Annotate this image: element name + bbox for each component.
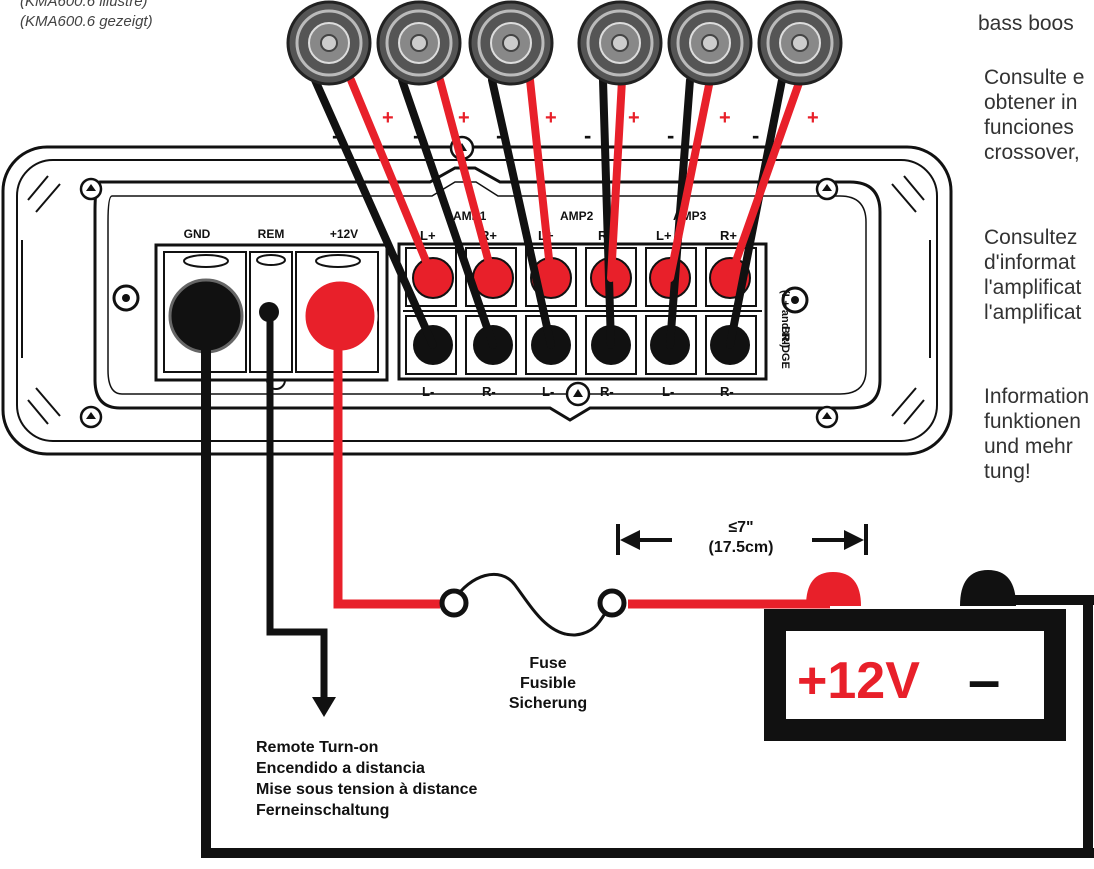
speaker-wires (311, 76, 804, 349)
side-text-en: bass boos (978, 12, 1074, 35)
bolt-icon (781, 286, 809, 314)
plus-sign: + (382, 107, 394, 129)
battery-positive-label: +12V (797, 652, 920, 710)
speaker-icon (468, 0, 554, 86)
bolt-icon (79, 405, 103, 429)
amp-group-label: AMP2 (560, 209, 594, 223)
fuse-label-es: Fusible (520, 675, 576, 692)
bolt-icon (565, 381, 591, 407)
remote-label-es: Encendido a distancia (256, 760, 425, 777)
distance-value: ≤7" (728, 519, 753, 536)
terminal-label-12v: +12V (330, 227, 358, 241)
ground-wire (201, 300, 1094, 858)
plus-sign: + (807, 107, 819, 129)
battery: +12V – (764, 570, 1066, 741)
bolt-icon (112, 284, 140, 312)
remote-label-fr: Mise sous tension à distance (256, 781, 478, 798)
remote-label-de: Ferneinschaltung (256, 802, 389, 819)
fuse-icon (439, 572, 627, 637)
model-caption-line1: (KMA600.6 illustré) (20, 0, 148, 10)
side-text-es-3: funciones (984, 116, 1074, 139)
speaker-neg-label: R- (720, 384, 734, 399)
bolt-icon (815, 177, 839, 201)
side-text-es-1: Consulte e (984, 66, 1084, 89)
speaker-pos-label: R+ (720, 228, 737, 243)
minus-sign: - (752, 123, 759, 148)
side-text-de-3: und mehr (984, 435, 1073, 458)
plus-sign: + (458, 107, 470, 129)
speaker-icon (667, 0, 753, 86)
battery-negative-label: – (968, 648, 1000, 713)
fuse-label-de: Sicherung (509, 695, 587, 712)
fuse-label-en: Fuse (529, 655, 566, 672)
side-text-fr-4: l'amplificat (984, 301, 1082, 324)
model-caption-line2: (KMA600.6 gezeigt) (20, 13, 153, 30)
positive-wire (333, 318, 440, 609)
distance-metric: (17.5cm) (709, 539, 774, 556)
minus-sign: - (667, 123, 674, 148)
speakers (286, 0, 843, 86)
bolt-icon (79, 177, 103, 201)
side-text-fr-3: l'amplificat (984, 276, 1082, 299)
speaker-icon (577, 0, 663, 86)
bridge-label: BRIDGE (779, 326, 791, 369)
battery-positive-post (806, 572, 861, 606)
speaker-icon (376, 0, 462, 86)
bolt-icon (815, 405, 839, 429)
battery-negative-post (960, 570, 1016, 606)
speaker-neg-label: R- (600, 384, 614, 399)
speaker-neg-label: R- (482, 384, 496, 399)
side-text-fr-2: d'informat (984, 251, 1076, 274)
side-text-fr-1: Consultez (984, 226, 1077, 249)
speaker-neg-label: L- (662, 384, 674, 399)
battery-body (764, 609, 1066, 741)
side-text-de-4: tung! (984, 460, 1031, 483)
terminal-label-gnd: GND (184, 227, 211, 241)
plus-sign: + (545, 107, 557, 129)
speaker-neg-label: L- (542, 384, 554, 399)
side-text-es-4: crossover, (984, 141, 1080, 164)
speaker-pos-label: L+ (420, 228, 436, 243)
plus-sign: + (719, 107, 731, 129)
bridge-note: (L+ and R-) (779, 290, 791, 348)
speaker-icon (286, 0, 372, 86)
distance-indicator: ≤7" (17.5cm) (616, 519, 868, 556)
arrow-down-icon (312, 697, 336, 717)
side-text-es-2: obtener in (984, 91, 1077, 114)
side-text-de-2: funktionen (984, 410, 1081, 433)
remote-label-en: Remote Turn-on (256, 739, 378, 756)
minus-sign: - (332, 123, 339, 148)
minus-sign: - (584, 123, 591, 148)
side-text-de-1: Information (984, 385, 1089, 408)
terminal-label-rem: REM (258, 227, 285, 241)
minus-sign: - (496, 123, 503, 148)
speaker-pos-label: L+ (656, 228, 672, 243)
plus-sign: + (628, 107, 640, 129)
polarity-marks: - + - + - + - + - + - + (332, 107, 819, 148)
remote-wire (266, 312, 328, 700)
speaker-neg-label: L- (422, 384, 434, 399)
speaker-icon (757, 0, 843, 86)
minus-sign: - (413, 123, 420, 148)
